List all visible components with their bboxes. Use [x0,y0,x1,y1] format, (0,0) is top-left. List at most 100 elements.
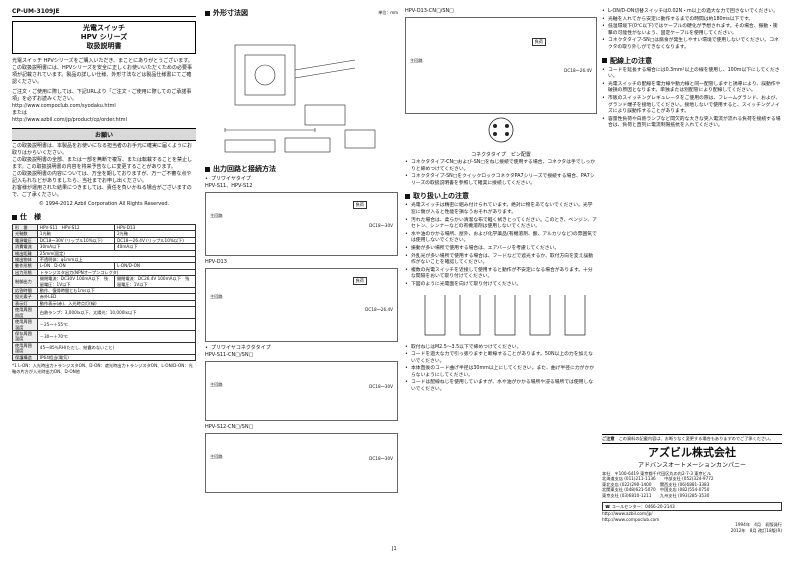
wiring-note-2: 光電スイッチの配線を電力線や動力線と同一配管しますと誘導により、誤動作や破損の原… [602,82,782,95]
notice-4: お客様が運用された結果につきましては、責任を負いかねる場合がございますので、ご了… [12,185,192,198]
title-box: 光電スイッチ HPV シリーズ 取扱説明書 [12,21,196,54]
page-number: J1 [392,546,397,552]
prewire-model-2: HPV-D13 [205,259,227,265]
spec-label: 使用周囲照度 [12,306,38,320]
spec-label: 保存周囲温度 [12,329,38,343]
dimension-svg [224,44,376,153]
hq-address: 本社〒100-6419 東京都千代田区丸の内2-7-3 東京ビル [602,470,712,476]
wiring-note-4: 容量性負荷や白熱ランプなど間欠的な大きな突入電流が流れる負荷を接続する場合は、負… [602,117,782,130]
url-or: または [12,110,28,116]
right-note-2: 光軸を入れてから安定に動作するまでの時間は約180ms以下です。 [602,17,782,24]
date-first: 1994年 4月 初版発行 [735,522,782,528]
support-box: ☎ コールセンター：0466-20-2143 [602,501,782,512]
spec-value: 45～85％RH(ただし、結露のないこと) [36,341,197,355]
mounting-diagram [424,294,586,335]
handling-note-4: 振動が多い場所で使用する場合は、エアバージを考慮してください。 [405,246,597,253]
spec-value: 1光軸 [36,230,115,238]
square-icon [602,58,607,64]
company-division: アドバンスオートメーションカンパニー [637,461,747,469]
connector-model-1: HPV-S11-CN□/SN□ [205,352,254,358]
website[interactable]: http://www.azbil.com/jp/ [602,511,653,517]
circuit-diagram-4: 主回路 DC18～30V [205,433,398,493]
handling-note-5: 外乱光が多い場所で使用する場合は、フードなどで遮光するか、取付方向を変え誤動作が… [405,254,597,267]
prewire-model-1: HPV-S11、HPV-S12 [205,183,253,189]
title-line-2: HPV シリーズ [80,33,128,41]
spec-value: 30mA以下 [36,243,115,251]
spec-heading: 仕 様 [12,212,196,222]
spec-label: 使用周囲温度 [12,318,38,331]
right-note-3: 低温環境下(0℃以下)ではケーブルの硬化が予想されます。その場合、振動・衝撃の可… [602,24,782,37]
office-2: 東北支店 (022)290-1400 関西支社 (06)6881-3383 [602,481,710,487]
office-1: 北海道支店 (011)211-1136 中部支社 (052)324-9772 [602,476,714,482]
spec-row: 保存周囲温度－30～＋70℃ [12,329,197,343]
spec-value: 開閉電流：DC30V 100mA以下 残留電圧：1V以下 [36,275,115,289]
connector-model-3: HPV-D13-CN□/SN□ [405,8,455,14]
spec-value: 動作表示(赤)、入光時点灯(緑) [36,299,197,308]
wiring-heading: 配線上の注意 [602,56,782,66]
intro-text: 光電スイッチ HPVシリーズをご購入いただき、まことにありがとうございます。この… [12,58,193,85]
phone-icon: ☎ [605,503,611,509]
handling-note-6: 複数の光電スイッチを近接して使用すると動作が不安定になる場合があります。十分な間… [405,268,597,281]
circuit-heading: 出力回路と接続方法 [205,164,398,174]
handling-heading: 取り扱い上の注意 [405,191,597,201]
right-note-4: コネクタタイプ-SN□は腐食が発生しやすい環境で使用しないでください。コネクタの… [602,38,782,51]
spec-value: HPV-S11 HPV-S12 [36,223,115,232]
spec-value: －25～＋55℃ [36,318,197,331]
square-icon [205,166,210,172]
square-icon [12,214,17,220]
square-icon [205,10,210,16]
spec-value: DC18～26.4V (リップル10%以下) [113,236,197,245]
handling2-note-4: コードは配線ねじを使用していますが、水や油がかかる場所や浸る場所では使用しないで… [405,380,597,393]
connector-note-1: コネクタタイプ-CN□および-SN□をねじ接続で使用する場合、コネクタは手でしっ… [405,160,597,173]
handling2-note-3: 本体直後のコード曲げ半径は30mm以上にしてください。また、曲げ半径に力がかから… [405,366,597,379]
office-3: 北関東支社 (048)621-5070 中国支店 (082)554-0750 [602,487,710,493]
circuit-diagram-1: 主回路 負荷 DC18～30V [205,192,398,256]
title-line-1: 光電スイッチ [83,24,125,32]
notice-title: お願い [12,128,196,141]
url-1[interactable]: http://www.compoclub.com/syodaku.html [12,103,116,109]
spec-row: 制御出力開閉電流：DC30V 100mA以下 残留電圧：1V以下開閉電流：DC2… [12,275,197,289]
handling2-note-1: 取付ねじはM2.5〜3.5以下で締めつけてください。 [405,345,597,352]
handling-note-2: 汚れた場合は、柔らかい清潔な布で軽く拭きとってください。このとき、ベンジン、アセ… [405,218,597,231]
circuit-diagram-2: 主回路 負荷 DC18～26.4V [205,268,398,342]
handling-note-3: 水や油のかかる場所、屋外、および化学薬品(有機溶剤、酸、アルカリなど)の雰囲気で… [405,232,597,245]
connector-pin-diagram [488,117,514,143]
handling2-note-2: コードを過大な力で引っ張りますと断線することがあります。50N以上の力を加えない… [405,352,597,365]
pin-layout-title: コネクタタイプ ピン配置 [471,152,531,158]
connector-note-2: コネクタタイプ-SN□をクイックロックコネクタPA7シリーズで接続する場合、PA… [405,174,597,187]
wiring-note-3: 市販のスイッチングレギュレータをご使用の際は、フレームグランド、および、グランド… [602,96,782,116]
title-line-3: 取扱説明書 [86,42,122,50]
spec-value: 開閉電流：DC26.4V 100mA以下 残留電圧：1V以下 [113,275,197,289]
connector-model-2: HPV-S12-CN□/SN□ [205,424,254,430]
spec-row: 使用周囲温度－25～＋55℃ [12,318,197,331]
handling-note-7: 下図のように光電面を向けて取り付けてください。 [405,282,597,289]
date-revision: 2012年 8月 改訂18版(R) [730,527,782,533]
prewire-connector-type: プリワイヤコネクタタイプ [205,345,398,352]
website-2[interactable]: http://www.compoclub.com [602,516,660,522]
circuit-diagram-5: 主回路 負荷 DC18～26.4V [405,17,597,114]
column-3: HPV-D13-CN□/SN□ 主回路 負荷 DC18～26.4V コネクタタイ… [405,8,597,551]
spec-label: 制御出力 [12,275,38,289]
spec-row: 使用周囲照度白熱ランプ：3,000lx以下、太陽光：10,000lx以下 [12,306,197,320]
spec-value: HPV-D13 [113,223,197,232]
spec-label: 使用周囲湿度 [12,341,38,355]
spec-value: 2光軸 [113,230,197,238]
handling-note-1: 光電スイッチは精密に組み付けられています。絶対に物をあてないでください。光学窓に… [405,203,597,216]
spec-value: －30～＋70℃ [36,329,197,343]
spec-label: 保護構造 [12,353,38,361]
column-1: CP-UM-3109JE 光電スイッチ HPV シリーズ 取扱説明書 光電スイッ… [12,8,197,551]
caution-box: ご注意 この資料の記載内容は、お断りなく変更する場合もありますのでご了承ください… [602,434,782,444]
circuit-diagram-3: 主回路 DC18～30V [205,361,398,421]
notice-1: この取扱説明書は、本製品をお使いになる担当者のお手元に確実に届くようにお取りはか… [12,143,193,156]
url-2[interactable]: http://www.azbil.com/jp/product/cp/order… [12,117,127,123]
prewire-type: プリワイヤタイプ [205,176,398,183]
footer-block: ご注意 この資料の記載内容は、お断りなく変更する場合もありますのでご了承ください… [602,434,782,534]
